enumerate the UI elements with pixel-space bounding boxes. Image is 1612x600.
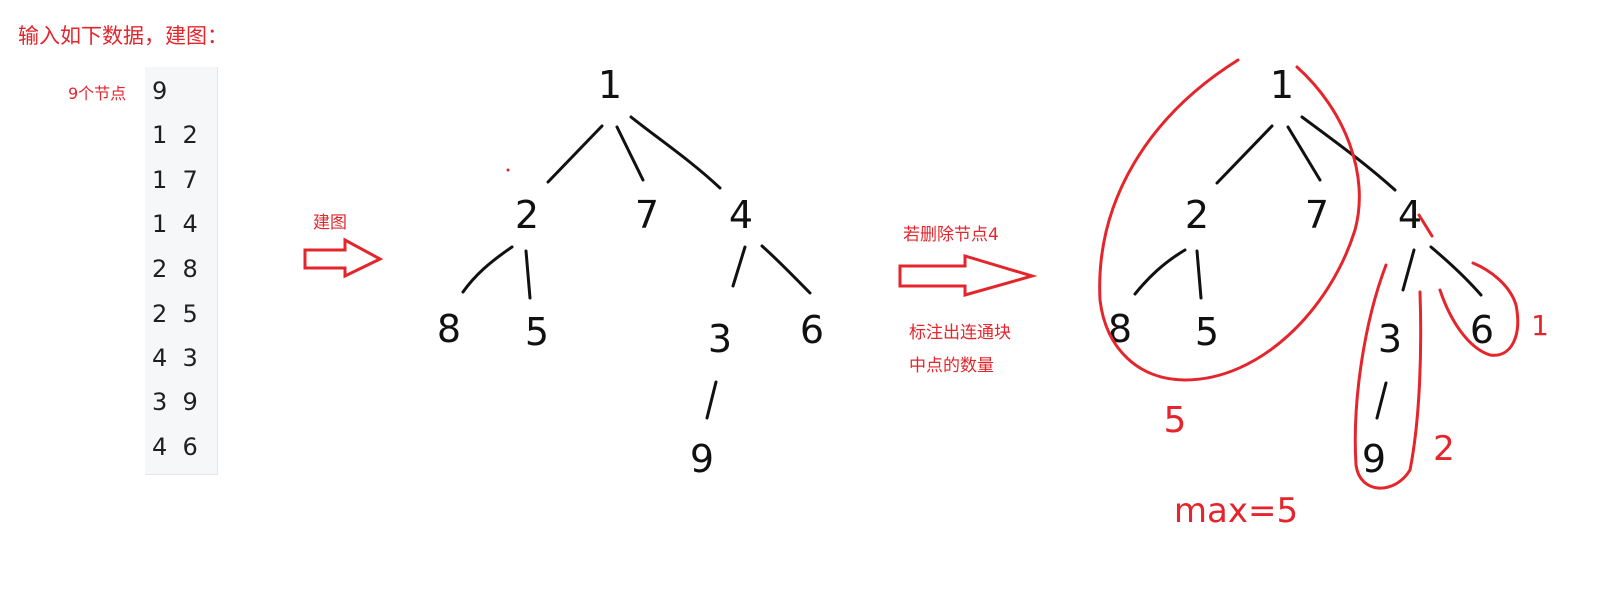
edge [705, 380, 718, 420]
component-outline [1098, 58, 1361, 382]
input-line: 4 6 [152, 433, 198, 461]
tree-edges [461, 115, 812, 420]
component-outline [1353, 263, 1423, 490]
node-count-label: 9个节点 [68, 84, 127, 103]
stray-dot [506, 168, 510, 172]
tree-node: 9 [690, 437, 714, 481]
edge [1375, 381, 1388, 420]
edge [1401, 248, 1416, 292]
tree-node: 2 [1185, 193, 1209, 237]
edge [1215, 124, 1274, 185]
edge [1300, 115, 1397, 192]
tree-node: 4 [729, 193, 753, 237]
tree-node: 7 [635, 193, 659, 237]
max-label: max=5 [1174, 491, 1298, 531]
input-line: 1 2 [152, 121, 198, 149]
edge [1429, 245, 1483, 297]
component-outline [1438, 261, 1520, 357]
arrow-right-icon [898, 253, 1038, 297]
delete-node-label: 若删除节点4 [903, 225, 999, 245]
edge [524, 249, 532, 300]
component-size-label: 1 [1531, 309, 1549, 342]
component-outlines [1098, 58, 1520, 490]
edge [615, 125, 645, 182]
tree-node: 3 [1378, 317, 1402, 361]
tree-edges-right [1133, 115, 1483, 420]
component-size-labels: 5 2 1 max=5 [1164, 309, 1549, 531]
build-graph-label: 建图 [313, 213, 347, 233]
input-line: 2 5 [152, 300, 198, 328]
tree-node: 2 [515, 193, 539, 237]
tree-node: 5 [525, 310, 549, 354]
tree-node: 9 [1362, 437, 1386, 481]
input-line: 1 4 [152, 210, 198, 238]
arrow-right-icon [303, 237, 384, 279]
input-line: 9 [152, 77, 168, 105]
tree-node: 1 [598, 63, 622, 107]
heading: 输入如下数据，建图： [18, 24, 228, 48]
edge [546, 124, 604, 184]
edge [461, 245, 514, 294]
tree-node: 1 [1270, 63, 1294, 107]
input-line: 2 8 [152, 255, 198, 283]
tree-node: 3 [708, 317, 732, 361]
edge [629, 115, 722, 190]
input-line: 1 7 [152, 166, 198, 194]
input-data-box: 9 1 2 1 7 1 4 2 8 2 5 4 3 3 9 4 6 [145, 67, 218, 475]
component-size-label: 2 [1433, 429, 1455, 469]
input-line: 3 9 [152, 388, 198, 416]
tree-node: 8 [437, 307, 461, 351]
component-size-label: 5 [1164, 400, 1187, 441]
note-line-2: 中点的数量 [909, 356, 994, 376]
strike-mark [1417, 213, 1434, 238]
tree-node: 8 [1108, 307, 1132, 351]
note-line-1: 标注出连通块 [909, 323, 1011, 343]
tree-node: 7 [1305, 193, 1329, 237]
tree-nodes-right: 1 2 7 4 8 5 3 6 9 [1108, 63, 1494, 481]
edge [1286, 125, 1322, 182]
edge [1133, 248, 1187, 296]
tree-nodes: 1 2 7 4 8 5 3 6 9 [437, 63, 824, 481]
input-line: 4 3 [152, 344, 198, 372]
tree-node: 6 [800, 308, 824, 352]
edge [760, 244, 812, 295]
edge [1195, 249, 1203, 300]
tree-node: 5 [1195, 310, 1219, 354]
edge [731, 245, 747, 288]
